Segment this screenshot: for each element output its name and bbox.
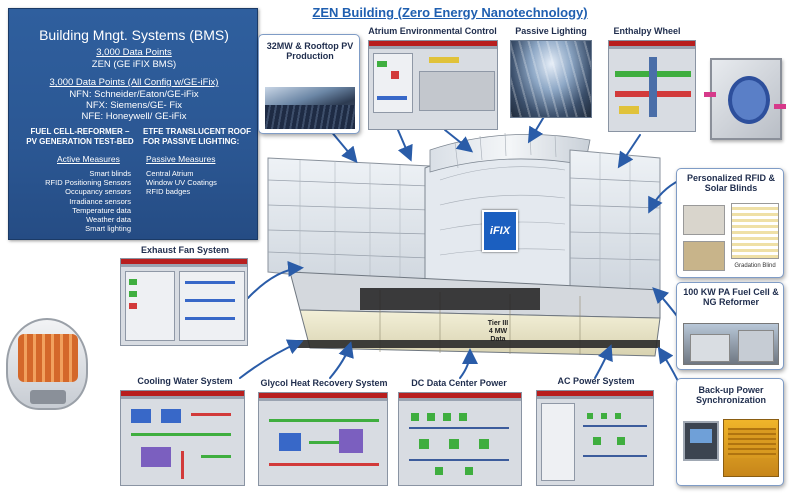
cooling-hmi-screen[interactable] (120, 390, 245, 486)
datacenter-label: Tier III 4 MW Data (478, 320, 518, 344)
callout-fuel-cell[interactable]: 100 KW PA Fuel Cell & NG Reformer (676, 282, 784, 370)
callout-rfid-blinds[interactable]: Personalized RFID & Solar Blinds Gradati… (676, 168, 784, 278)
passive-measures-list: Central Atrium Window UV Coatings RFID b… (146, 169, 251, 197)
bms-config-line: NFN: Schneider/Eaton/GE-iFix (69, 89, 199, 100)
callout-enthalpy-label: Enthalpy Wheel (613, 26, 681, 36)
callout-atrium-label: Atrium Environmental Control (368, 26, 497, 36)
list-item: Central Atrium (146, 169, 194, 178)
list-item: RFID Positioning Sensors (45, 178, 131, 188)
bms-config-heading: 3,000 Data Points (All Config w/GE-iFix) (49, 77, 219, 88)
building-lower-levels (289, 271, 661, 357)
ifix-logo-text: iFIX (489, 225, 511, 237)
bms-data-points-link[interactable]: 3,000 Data Points (96, 47, 172, 58)
list-item: Temperature data (72, 205, 131, 215)
fuel-cell-caption: Fuel Cell-Reformer – PV Generation Test-… (26, 127, 134, 146)
callout-ac-label: AC Power System (557, 376, 635, 386)
ac-power-hmi-screen[interactable] (536, 390, 654, 486)
callout-passive-label: Passive Lighting (515, 26, 587, 36)
atrium-roof-photo[interactable] (510, 40, 592, 118)
building-right-wing (569, 149, 661, 291)
datacenter-label-line: Tier III (487, 320, 509, 327)
building-left-wing (267, 157, 431, 289)
callout-fuelcell-label: 100 KW PA Fuel Cell & NG Reformer (683, 287, 779, 307)
atrium-hmi-screen[interactable] (368, 40, 498, 130)
callout-rfid-label: Personalized RFID & Solar Blinds (686, 173, 776, 193)
datacenter-label-line: 4 MW (488, 328, 508, 335)
callout-dc-label: DC Data Center Power (411, 378, 507, 388)
active-measures-heading: Active Measures (57, 154, 120, 164)
active-measures-list: Smart blinds RFID Positioning Sensors Oc… (19, 169, 131, 233)
cooling-tower-graphic (6, 318, 88, 410)
callout-pv-production[interactable]: 32MW & Rooftop PV Production (258, 34, 360, 134)
ifix-logo: iFIX (482, 210, 518, 252)
callout-backup-label: Back-up Power Synchronization (695, 385, 766, 405)
callout-backup-power[interactable]: Back-up Power Synchronization (676, 378, 784, 486)
list-item: Smart blinds (89, 169, 131, 178)
rfid-tag-photo (683, 241, 725, 271)
enthalpy-wheel-graphic (704, 58, 786, 140)
list-item: Weather data (86, 215, 131, 225)
list-item: Occupancy sensors (65, 187, 131, 197)
enthalpy-hmi-screen[interactable] (608, 40, 696, 132)
glycol-hmi-screen[interactable] (258, 392, 388, 486)
datacenter-label-line: Data (490, 336, 506, 343)
gradation-blind-caption: Gradation Blind (734, 263, 776, 269)
bms-zen-line: ZEN (GE iFIX BMS) (91, 59, 177, 70)
pv-array-photo (265, 87, 355, 129)
bms-config-line: NFE: Honeywell/ GE-iFix (81, 111, 187, 122)
list-item: Irradiance sensors (69, 196, 131, 206)
list-item: Smart lighting (85, 224, 131, 234)
bms-summary-panel: Building Mngt. Systems (BMS) 3,000 Data … (8, 8, 258, 240)
passive-measures-heading: Passive Measures (146, 154, 216, 164)
list-item: Window UV Coatings (146, 178, 217, 188)
exhaust-hmi-screen[interactable] (120, 258, 248, 346)
etfe-caption: ETFE Translucent Roof for Passive Lighti… (143, 127, 251, 146)
bms-config-line: NFX: Siemens/GE- Fix (85, 100, 183, 111)
rfid-sensor-photo (683, 205, 725, 235)
sync-panel-photo (683, 421, 719, 461)
callout-exhaust-label: Exhaust Fan System (140, 245, 230, 255)
dc-power-hmi-screen[interactable] (398, 392, 522, 486)
fuel-cell-photo (683, 323, 779, 365)
callout-cooling-label: Cooling Water System (137, 376, 233, 386)
gradation-blind-photo (731, 203, 779, 259)
callout-glycol-label: Glycol Heat Recovery System (260, 378, 388, 388)
bms-heading: Building Mngt. Systems (BMS) (39, 27, 229, 43)
generator-photo (723, 419, 779, 477)
list-item: RFID badges (146, 187, 191, 197)
page-title: ZEN Building (Zero Energy Nanotechnology… (312, 5, 588, 20)
callout-connectors (239, 114, 681, 386)
callout-pv-label: 32MW & Rooftop PV Production (266, 41, 354, 61)
